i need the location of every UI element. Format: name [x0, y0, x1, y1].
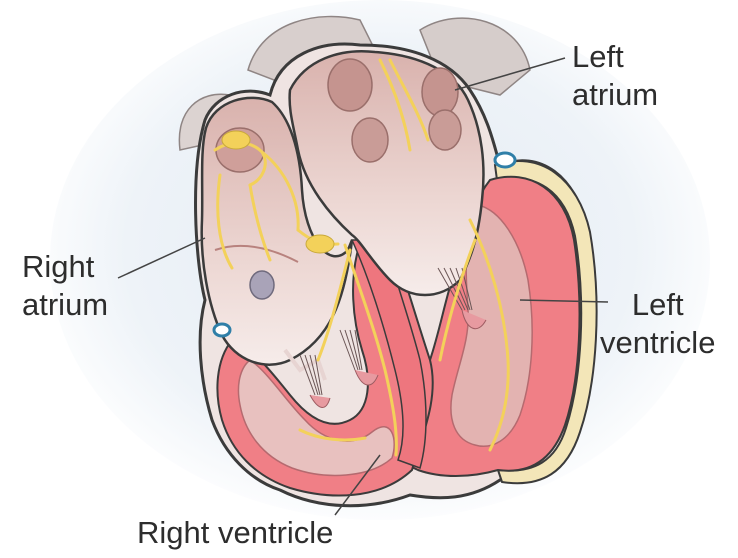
- label-right-ventricle: Right ventricle: [137, 514, 333, 552]
- label-left-ventricle: Left ventricle: [600, 286, 715, 362]
- label-left-atrium-line2: atrium: [572, 76, 658, 114]
- av-node: [306, 235, 334, 253]
- label-right-atrium-line1: Right: [22, 248, 108, 286]
- label-right-atrium-line2: atrium: [22, 286, 108, 324]
- coronary-vessel: [214, 324, 230, 336]
- label-left-atrium: Left atrium: [572, 38, 658, 114]
- vein-opening: [429, 110, 461, 150]
- label-right-atrium: Right atrium: [22, 248, 108, 324]
- label-left-ventricle-line2: ventricle: [600, 324, 715, 362]
- vein-opening: [328, 59, 372, 111]
- vena-cava-opening: [250, 271, 274, 299]
- label-left-ventricle-line1: Left: [600, 286, 715, 324]
- label-left-atrium-line1: Left: [572, 38, 658, 76]
- vein-opening: [422, 68, 458, 116]
- vein-opening: [352, 118, 388, 162]
- sa-node: [222, 131, 250, 149]
- coronary-vessel: [495, 153, 515, 167]
